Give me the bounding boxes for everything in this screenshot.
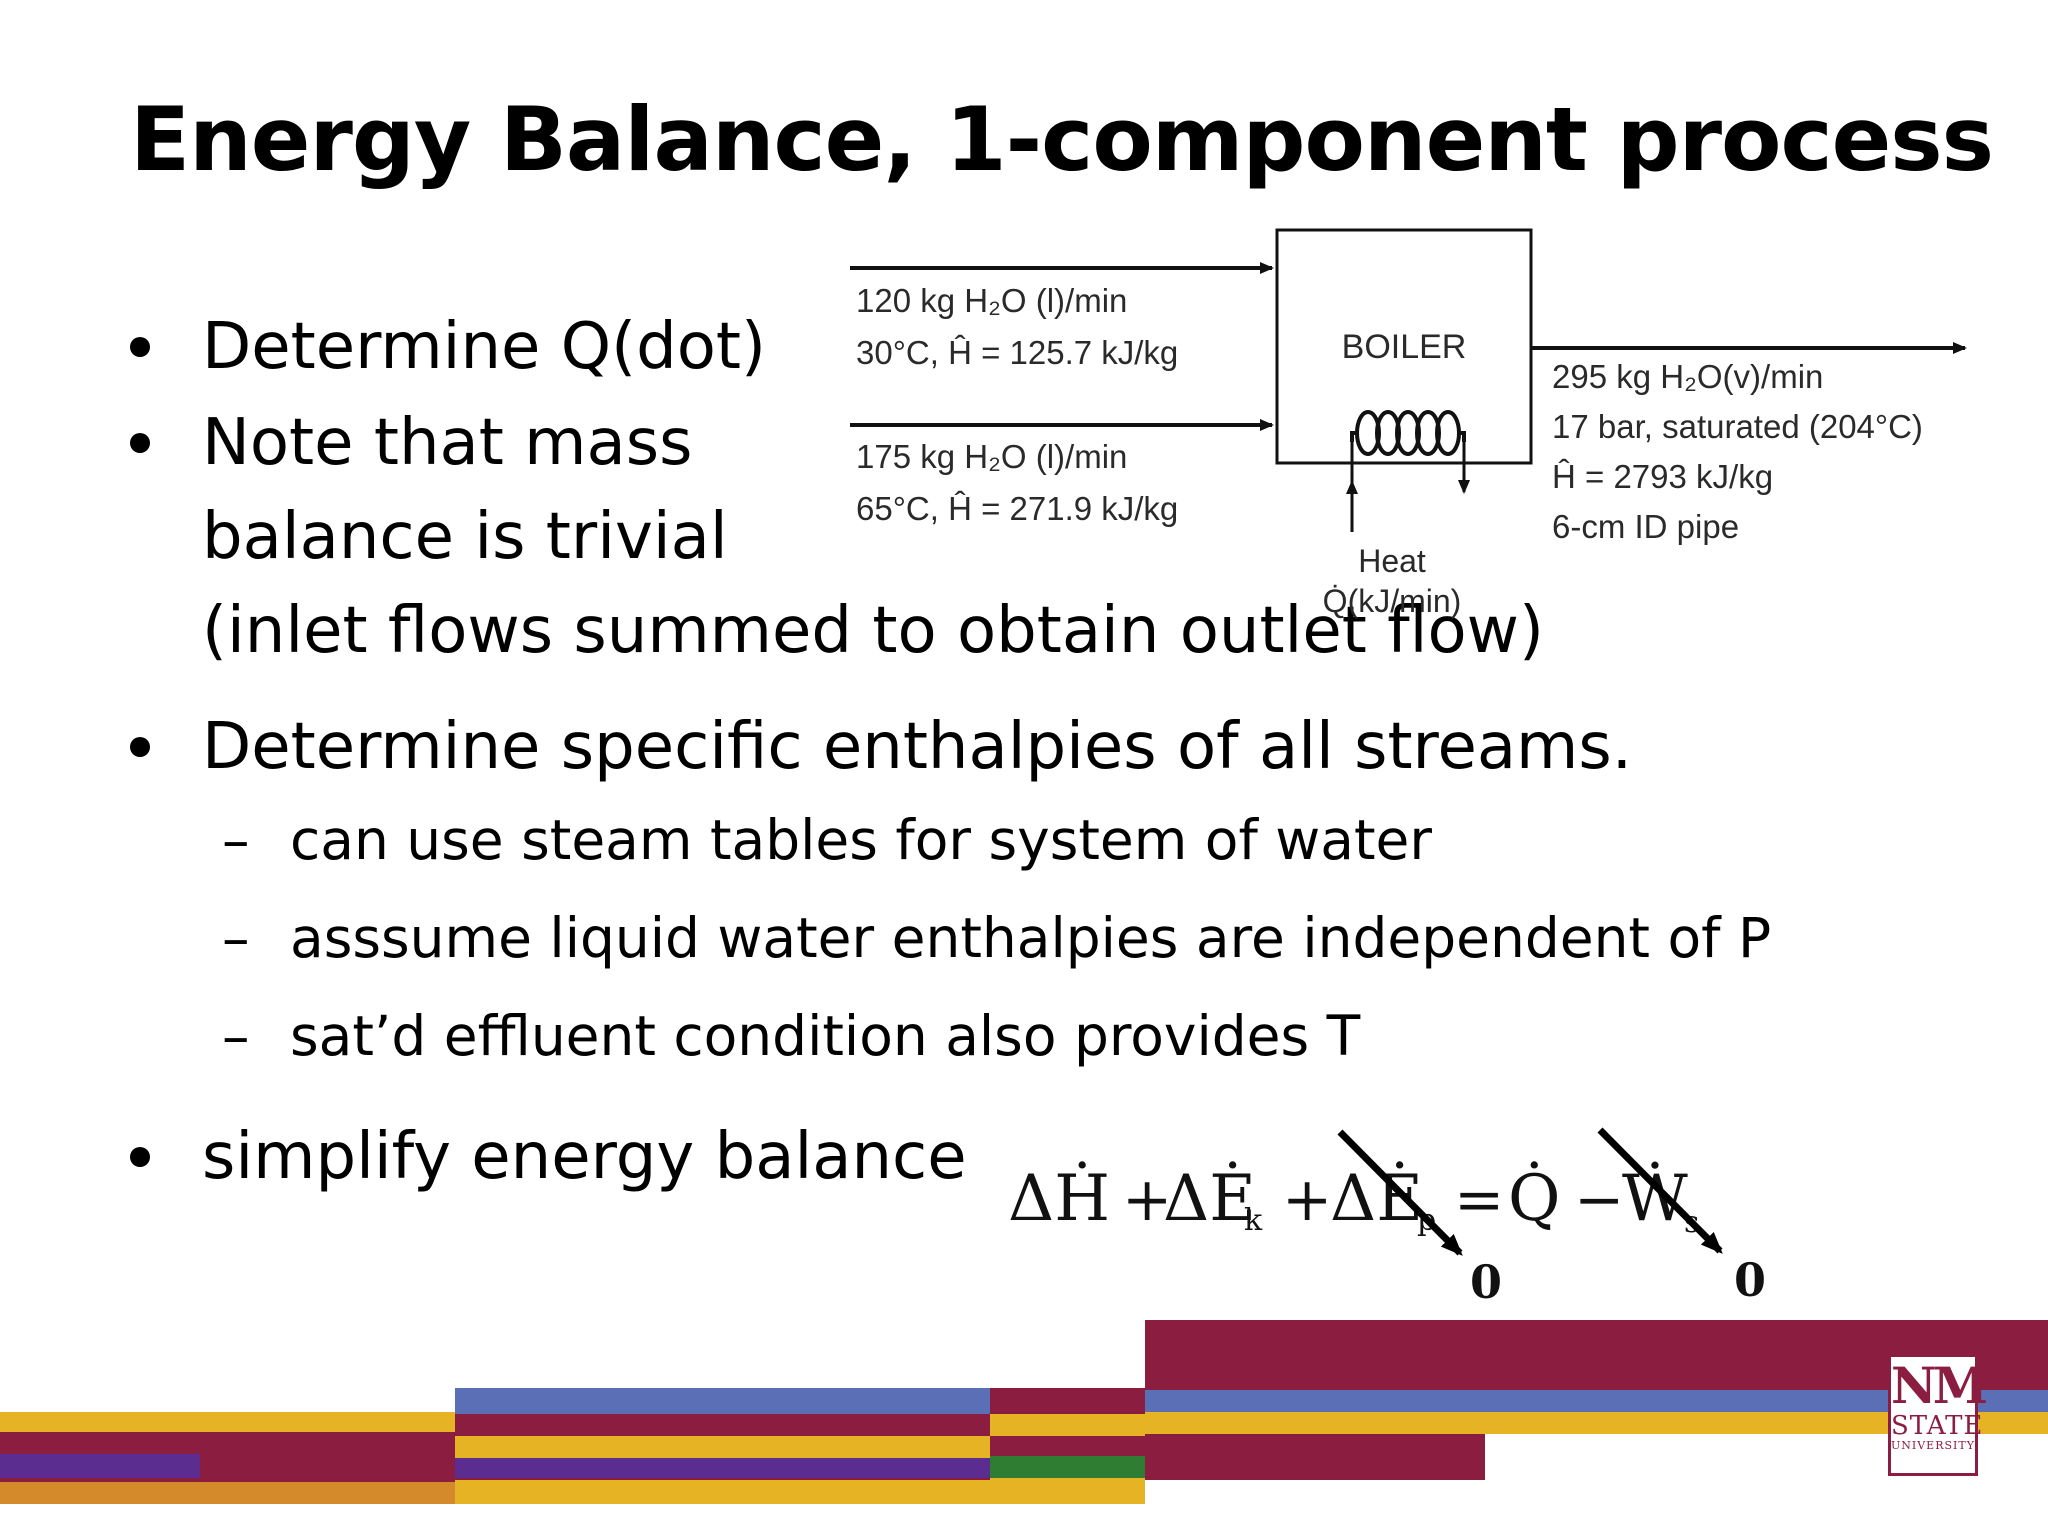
logo-line-1: NM	[1891, 1356, 1988, 1415]
bullet-text: Note that mass	[202, 406, 693, 480]
bullet-dot-icon	[130, 737, 150, 757]
bullet-dot-icon	[130, 433, 150, 453]
outlet-pressure: 17 bar, saturated (204°C)	[1552, 408, 1923, 445]
sub-bullet-text: sat’d effluent condition also provides T	[290, 1004, 1361, 1068]
zero-label: 0	[1470, 1255, 1502, 1309]
outlet-flow: 295 kg H₂O(v)/min	[1552, 358, 1823, 395]
equation-term: Ẇ	[1622, 1161, 1688, 1236]
equation-operator: +	[1282, 1165, 1332, 1235]
energy-balance-equation: ΔḢ + ΔĖ k + ΔĖ p = Q̇ − Ẇ s 0 0	[1008, 1127, 1766, 1309]
equation-term: ΔĖ	[1163, 1161, 1256, 1236]
zero-label: 0	[1734, 1253, 1766, 1307]
equation-term: ΔḢ	[1008, 1161, 1110, 1236]
equation-subscript: k	[1244, 1203, 1263, 1238]
nmsu-logo: NM STATE UNIVERSITY	[1888, 1354, 1988, 1476]
boiler-diagram: BOILER 120 kg H₂O (l)/min 30°C, Ĥ = 125.…	[850, 228, 1967, 619]
sub-bullet-dash: –	[222, 1004, 250, 1068]
bullet-text: simplify energy balance	[202, 1120, 967, 1194]
heating-coil-icon	[1350, 410, 1466, 456]
inlet-1-flow: 120 kg H₂O (l)/min	[856, 282, 1127, 319]
heat-label: Heat	[1358, 543, 1426, 579]
bullet-text: Determine specific enthalpies of all str…	[202, 710, 1633, 784]
logo-line-3: UNIVERSITY	[1891, 1439, 1975, 1452]
bullet-text: Determine Q(dot)	[202, 310, 766, 384]
sub-bullet-dash: –	[222, 808, 250, 872]
inlet-2-flow: 175 kg H₂O (l)/min	[856, 438, 1127, 475]
inlet-1-conditions: 30°C, Ĥ = 125.7 kJ/kg	[856, 334, 1178, 371]
inlet-2-conditions: 65°C, Ĥ = 271.9 kJ/kg	[856, 490, 1178, 527]
bullet-text: balance is trivial	[202, 500, 728, 574]
bullet-dot-icon	[130, 337, 150, 357]
boiler-label: BOILER	[1342, 328, 1467, 366]
sub-bullet-text: asssume liquid water enthalpies are inde…	[290, 906, 1772, 970]
zero-arrow-icon	[1337, 1129, 1463, 1256]
outlet-enthalpy: Ĥ = 2793 kJ/kg	[1552, 458, 1773, 495]
heat-rate-label: Q̇(kJ/min)	[1323, 583, 1462, 619]
sub-bullet-text: can use steam tables for system of water	[290, 808, 1433, 872]
bullet-dot-icon	[130, 1147, 150, 1167]
logo-line-2: STATE	[1891, 1411, 1984, 1441]
sub-bullet-dash: –	[222, 906, 250, 970]
zero-arrow-icon	[1597, 1127, 1723, 1254]
slide-title: Energy Balance, 1-component process	[130, 88, 1994, 191]
outlet-pipe: 6-cm ID pipe	[1552, 508, 1739, 545]
equation-operator: −	[1574, 1165, 1624, 1235]
equation-term: Q̇	[1508, 1160, 1560, 1236]
equation-operator: +	[1122, 1165, 1172, 1235]
bullet-text: (inlet flows summed to obtain outlet flo…	[202, 594, 1544, 668]
equation-operator: =	[1454, 1165, 1504, 1235]
